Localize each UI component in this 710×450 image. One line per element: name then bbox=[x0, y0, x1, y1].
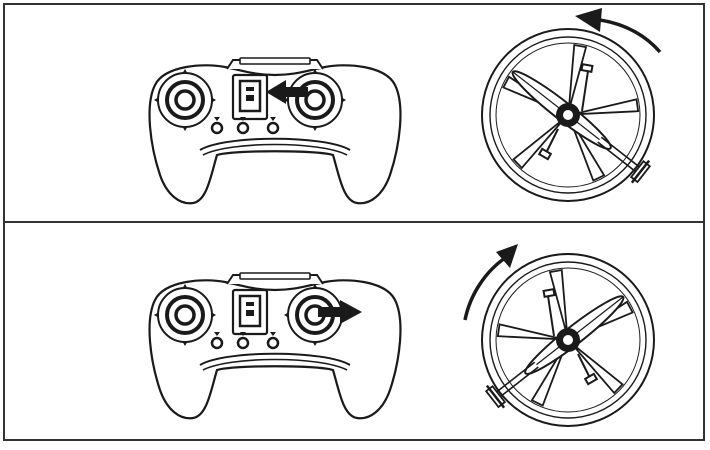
curved-arrow-icon bbox=[575, 8, 662, 54]
panel-bottom bbox=[3, 221, 705, 441]
right-arrow-icon bbox=[318, 300, 362, 324]
curved-arrow-icon bbox=[463, 244, 518, 321]
remote-controller-icon bbox=[147, 56, 403, 206]
remote-controller-icon bbox=[147, 271, 403, 421]
left-arrow-icon bbox=[266, 80, 308, 104]
helicopter-top-view-icon bbox=[480, 27, 656, 203]
helicopter-top-view-icon bbox=[480, 252, 656, 428]
